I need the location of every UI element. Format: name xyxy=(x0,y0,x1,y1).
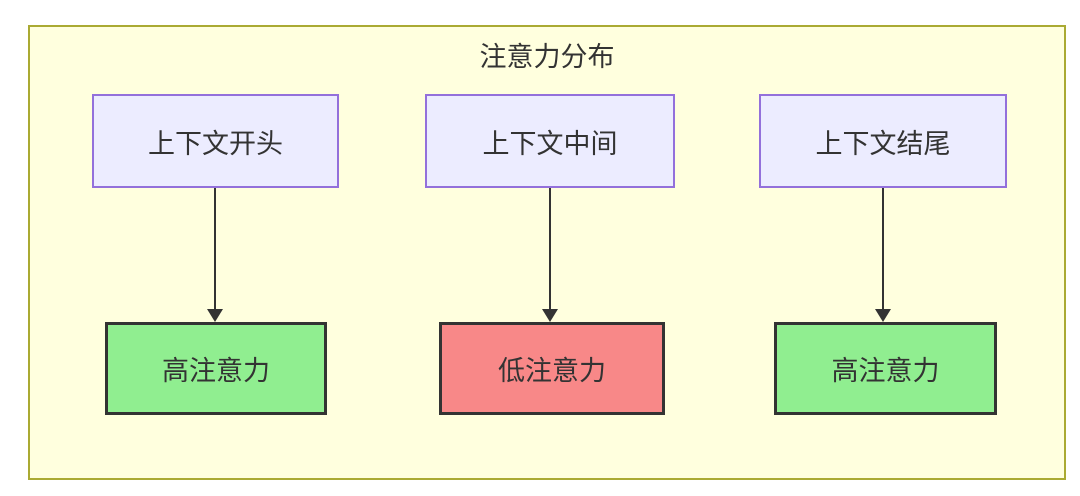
arrowhead-icon xyxy=(542,309,558,322)
arrow-down-icon xyxy=(542,188,558,322)
node-context-middle: 上下文中间 xyxy=(425,94,675,188)
node-label: 低注意力 xyxy=(498,356,606,386)
node-context-end: 上下文结尾 xyxy=(759,94,1007,188)
arrowhead-icon xyxy=(207,309,223,322)
node-label: 上下文开头 xyxy=(148,128,283,159)
arrow-shaft xyxy=(548,188,552,309)
arrowhead-icon xyxy=(875,309,891,322)
arrow-shaft xyxy=(881,188,885,309)
arrow-down-icon xyxy=(207,188,223,322)
node-label: 高注意力 xyxy=(831,356,940,386)
node-high-attention-left: 高注意力 xyxy=(105,322,327,415)
node-high-attention-right: 高注意力 xyxy=(774,322,997,415)
diagram-title: 注意力分布 xyxy=(479,42,615,72)
node-low-attention-middle: 低注意力 xyxy=(439,322,665,415)
node-label: 上下文结尾 xyxy=(815,128,951,159)
node-context-beginning: 上下文开头 xyxy=(92,94,339,188)
node-label: 上下文中间 xyxy=(482,128,618,159)
attention-distribution-cluster: 注意力分布 上下文开头 上下文中间 上下文结尾 高注意力 低注意力 xyxy=(28,25,1066,480)
arrow-shaft xyxy=(213,188,217,309)
node-label: 高注意力 xyxy=(162,356,270,386)
arrow-down-icon xyxy=(875,188,891,322)
